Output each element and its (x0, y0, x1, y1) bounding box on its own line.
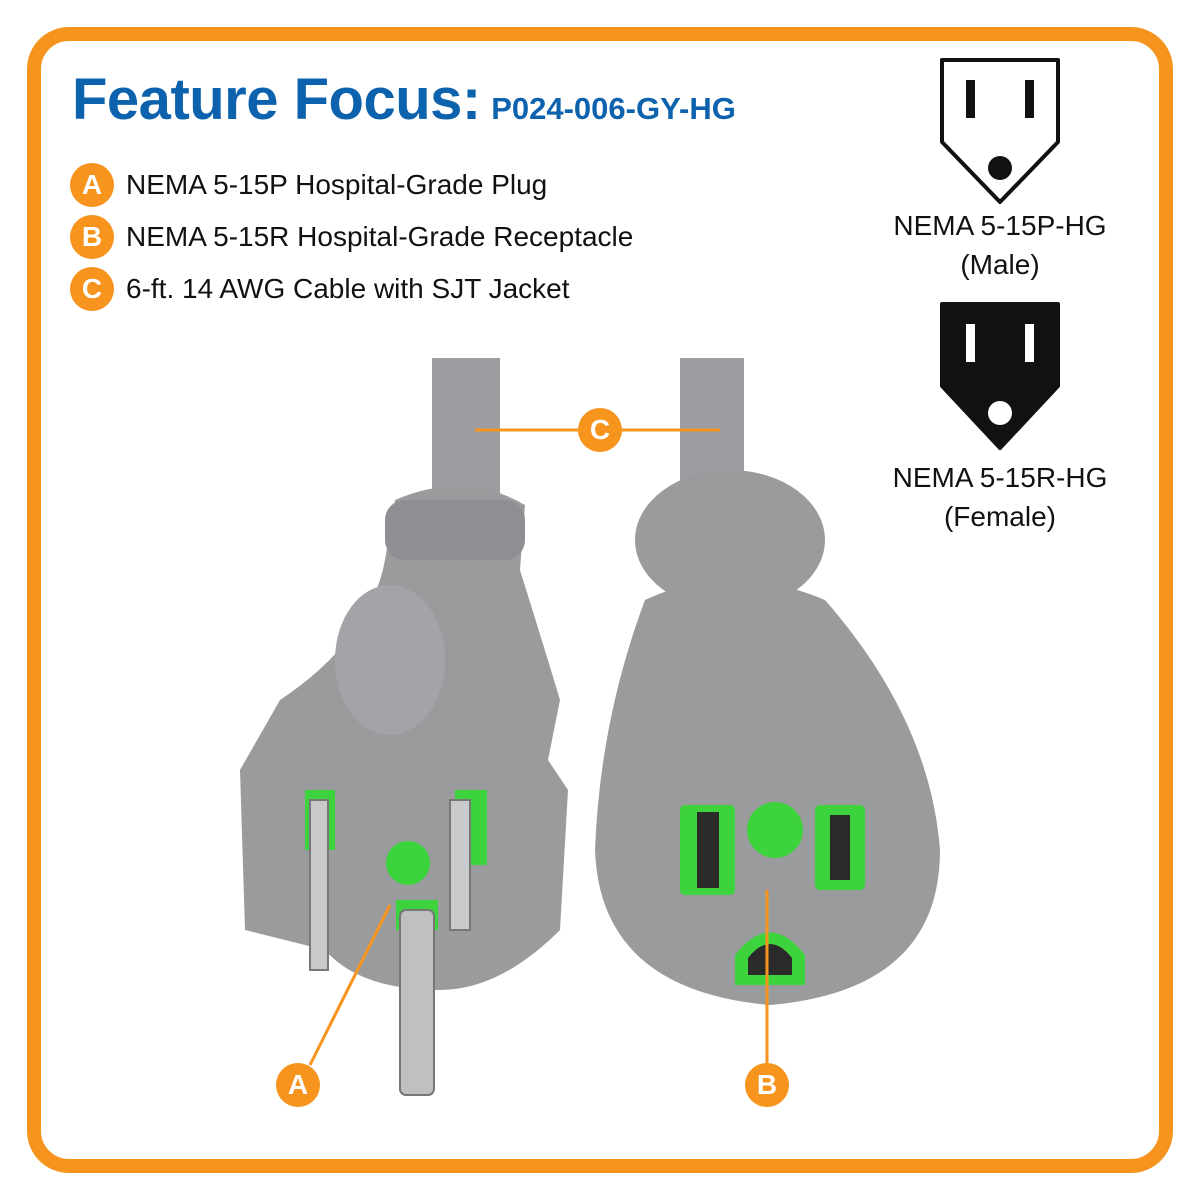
feature-badge: C (70, 267, 114, 311)
model-number: P024-006-GY-HG (491, 91, 736, 126)
female-gender: (Female) (943, 501, 1056, 532)
female-connector-photo (595, 470, 940, 1005)
male-type: NEMA 5-15P-HG (893, 210, 1107, 241)
feature-badge: B (70, 215, 114, 259)
feature-badge: A (70, 163, 114, 207)
page-title: Feature Focus: P024-006-GY-HG (72, 66, 736, 133)
feature-item-b: B NEMA 5-15R Hospital-Grade Receptacle (70, 215, 633, 259)
feature-label: NEMA 5-15R Hospital-Grade Receptacle (126, 221, 634, 252)
callout-badge-b: B (745, 1063, 789, 1107)
feature-label: NEMA 5-15P Hospital-Grade Plug (126, 169, 548, 200)
male-gender: (Male) (960, 249, 1040, 280)
callout-badge-a: A (276, 1063, 320, 1107)
female-type: NEMA 5-15R-HG (892, 462, 1108, 493)
feature-item-c: C 6-ft. 14 AWG Cable with SJT Jacket (70, 267, 570, 311)
female-diagram-label: NEMA 5-15R-HG (Female) (870, 458, 1130, 536)
callout-lines (308, 428, 769, 1066)
orange-frame (27, 27, 1173, 1173)
nema-female-receptacle-icon (940, 302, 1060, 450)
feature-label: 6-ft. 14 AWG Cable with SJT Jacket (126, 273, 570, 304)
callout-badge-c: C (578, 408, 622, 452)
nema-male-plug-icon (940, 58, 1060, 204)
feature-item-a: A NEMA 5-15P Hospital-Grade Plug (70, 163, 547, 207)
male-plug-photo (240, 486, 568, 1096)
title-text: Feature Focus: (72, 67, 481, 132)
male-diagram-label: NEMA 5-15P-HG (Male) (870, 206, 1130, 284)
